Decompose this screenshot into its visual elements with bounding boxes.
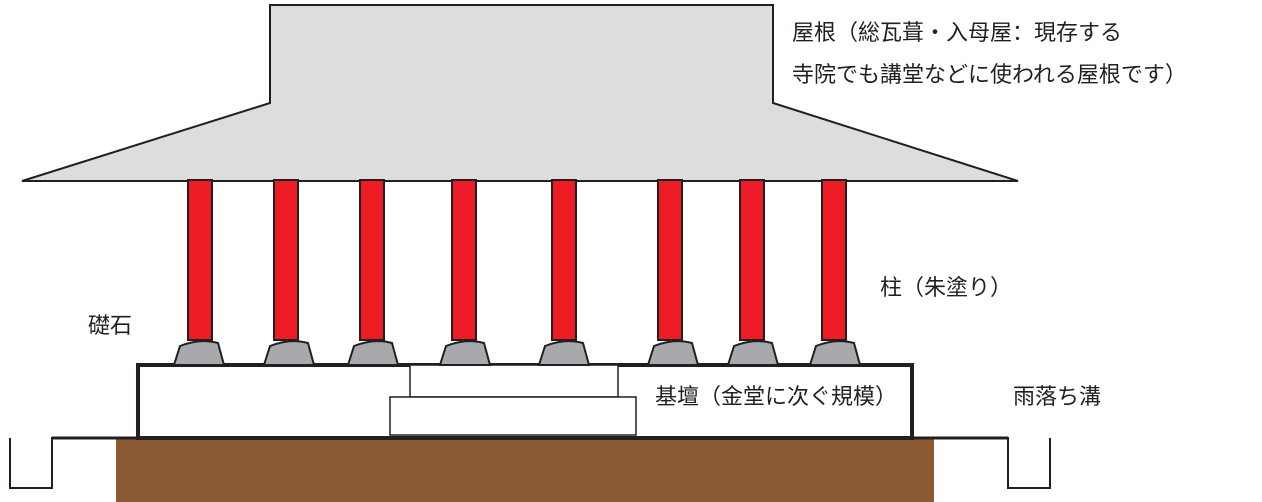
pillar bbox=[657, 179, 683, 341]
pillars bbox=[187, 179, 847, 341]
drain-ditch-right bbox=[934, 437, 1051, 489]
pillar-label: 柱（朱塗り） bbox=[880, 276, 1012, 301]
base-stone bbox=[346, 340, 400, 366]
roof bbox=[21, 4, 1019, 182]
base-stone bbox=[172, 340, 226, 366]
pillar bbox=[273, 179, 299, 341]
roof-label-line1: 屋根（総瓦葺・入母屋：現存する bbox=[792, 21, 1122, 46]
pillar bbox=[739, 179, 765, 341]
base-stone bbox=[262, 340, 316, 366]
base-stone bbox=[537, 340, 591, 366]
base-stone bbox=[646, 340, 700, 366]
base-stone-label: 礎石 bbox=[88, 314, 132, 339]
roof-label-line2: 寺院でも講堂などに使われる屋根です） bbox=[792, 63, 1187, 88]
base-stone bbox=[726, 340, 780, 366]
base-stone bbox=[808, 340, 862, 366]
drain-label: 雨落ち溝 bbox=[1013, 385, 1101, 410]
platform-label: 基壇（金堂に次ぐ規模） bbox=[655, 385, 897, 410]
base-stone bbox=[438, 340, 492, 366]
ground-earth bbox=[116, 438, 934, 502]
base-stones bbox=[172, 340, 862, 366]
pillar bbox=[187, 179, 213, 341]
pillar bbox=[451, 179, 477, 341]
pillar bbox=[821, 179, 847, 341]
platform-step-upper bbox=[409, 364, 619, 398]
pillar bbox=[359, 179, 385, 341]
drain-ditch-left bbox=[9, 437, 116, 489]
pillar bbox=[551, 179, 577, 341]
platform-step-lower bbox=[389, 396, 637, 436]
